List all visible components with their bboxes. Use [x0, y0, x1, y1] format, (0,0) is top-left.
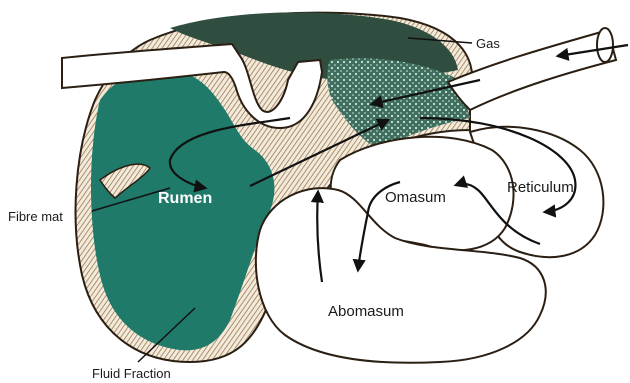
- abomasum-label: Abomasum: [328, 303, 404, 320]
- fluid-fraction-label: Fluid Fraction: [92, 366, 171, 381]
- omasum-label: Omasum: [385, 189, 446, 206]
- rumen-label: Rumen: [158, 190, 212, 207]
- oesophagus-opening: [597, 28, 613, 62]
- gas-label: Gas: [476, 36, 500, 51]
- fibre-mat-label: Fibre mat: [8, 209, 63, 224]
- reticulum-label: Reticulum: [507, 179, 574, 196]
- oesophagus-right: [448, 30, 616, 110]
